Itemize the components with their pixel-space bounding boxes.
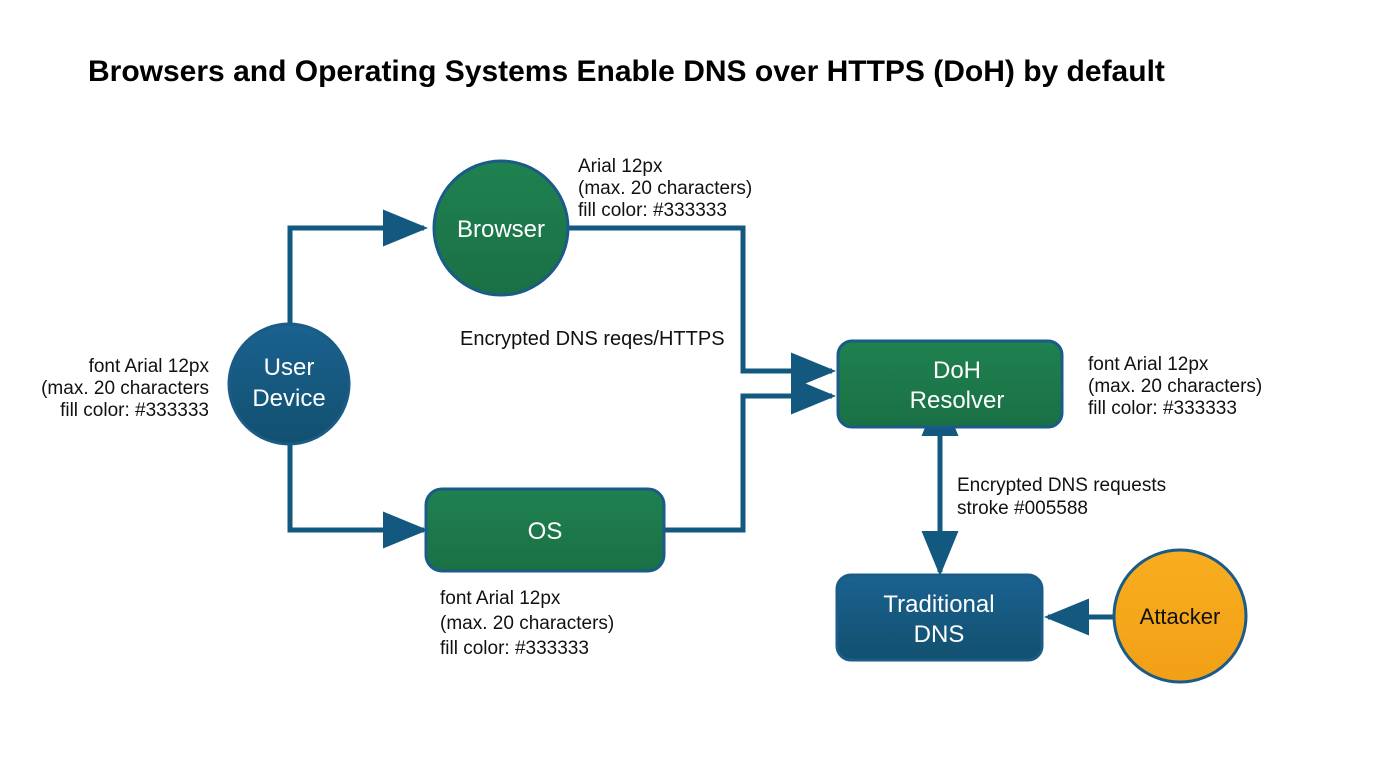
doh-spec-line3: fill color: #333333 xyxy=(1088,398,1237,419)
connector-os-to-doh xyxy=(664,377,837,533)
traditional-dns-label-line1: Traditional xyxy=(883,591,994,618)
connector-userdevice-to-os xyxy=(287,444,429,549)
annotation-doh-spec: font Arial 12px (max. 20 characters) fil… xyxy=(1088,354,1262,419)
dns-link-spec-line2: stroke #005588 xyxy=(957,498,1088,519)
annotation-browser-spec: Arial 12px (max. 20 characters) fill col… xyxy=(578,156,752,221)
node-user-device[interactable]: User Device xyxy=(227,322,351,446)
attacker-circle[interactable] xyxy=(1112,548,1248,684)
doh-resolver-label-line1: DoH xyxy=(933,357,981,384)
browser-label: Browser xyxy=(457,216,545,243)
user-device-label-line1: User xyxy=(264,354,315,381)
dns-link-spec-line1: Encrypted DNS requests xyxy=(957,475,1166,496)
annotation-dns-link-spec: Encrypted DNS requests stroke #005588 xyxy=(957,475,1166,519)
node-os[interactable]: OS xyxy=(424,487,666,573)
doh-resolver-box[interactable] xyxy=(836,339,1064,429)
doh-resolver-label-line2: Resolver xyxy=(910,387,1005,414)
node-browser[interactable]: Browser xyxy=(432,159,570,297)
node-traditional-dns[interactable]: Traditional DNS xyxy=(835,573,1044,662)
connector-browser-to-doh xyxy=(568,225,837,390)
browser-circle[interactable] xyxy=(432,159,570,297)
edge-label-encrypted-https: Encrypted DNS reqes/HTTPS xyxy=(460,328,725,350)
attacker-label: Attacker xyxy=(1140,604,1221,629)
os-spec-line1: font Arial 12px xyxy=(440,588,561,609)
os-spec-line2: (max. 20 characters) xyxy=(440,613,614,634)
annotation-os-spec: font Arial 12px (max. 20 characters) fil… xyxy=(440,588,614,659)
doh-spec-line1: font Arial 12px xyxy=(1088,354,1209,375)
os-label: OS xyxy=(528,518,563,545)
node-attacker[interactable]: Attacker xyxy=(1112,548,1248,684)
user-device-circle[interactable] xyxy=(227,322,351,446)
os-spec-line3: fill color: #333333 xyxy=(440,638,589,659)
os-box[interactable] xyxy=(424,487,666,573)
browser-spec-line1: Arial 12px xyxy=(578,156,663,177)
annotation-user-device-spec: font Arial 12px (max. 20 characters fill… xyxy=(41,356,209,421)
user-device-label-line2: Device xyxy=(252,385,325,412)
node-doh-resolver[interactable]: DoH Resolver xyxy=(836,339,1064,429)
user-device-spec-line3: fill color: #333333 xyxy=(60,400,209,421)
traditional-dns-label-line2: DNS xyxy=(914,621,965,648)
browser-spec-line2: (max. 20 characters) xyxy=(578,178,752,199)
traditional-dns-box[interactable] xyxy=(835,573,1044,662)
browser-spec-line3: fill color: #333333 xyxy=(578,200,727,221)
page-title: Browsers and Operating Systems Enable DN… xyxy=(88,55,1165,88)
doh-spec-line2: (max. 20 characters) xyxy=(1088,376,1262,397)
user-device-spec-line2: (max. 20 characters xyxy=(41,378,209,399)
user-device-spec-line1: font Arial 12px xyxy=(89,356,210,377)
